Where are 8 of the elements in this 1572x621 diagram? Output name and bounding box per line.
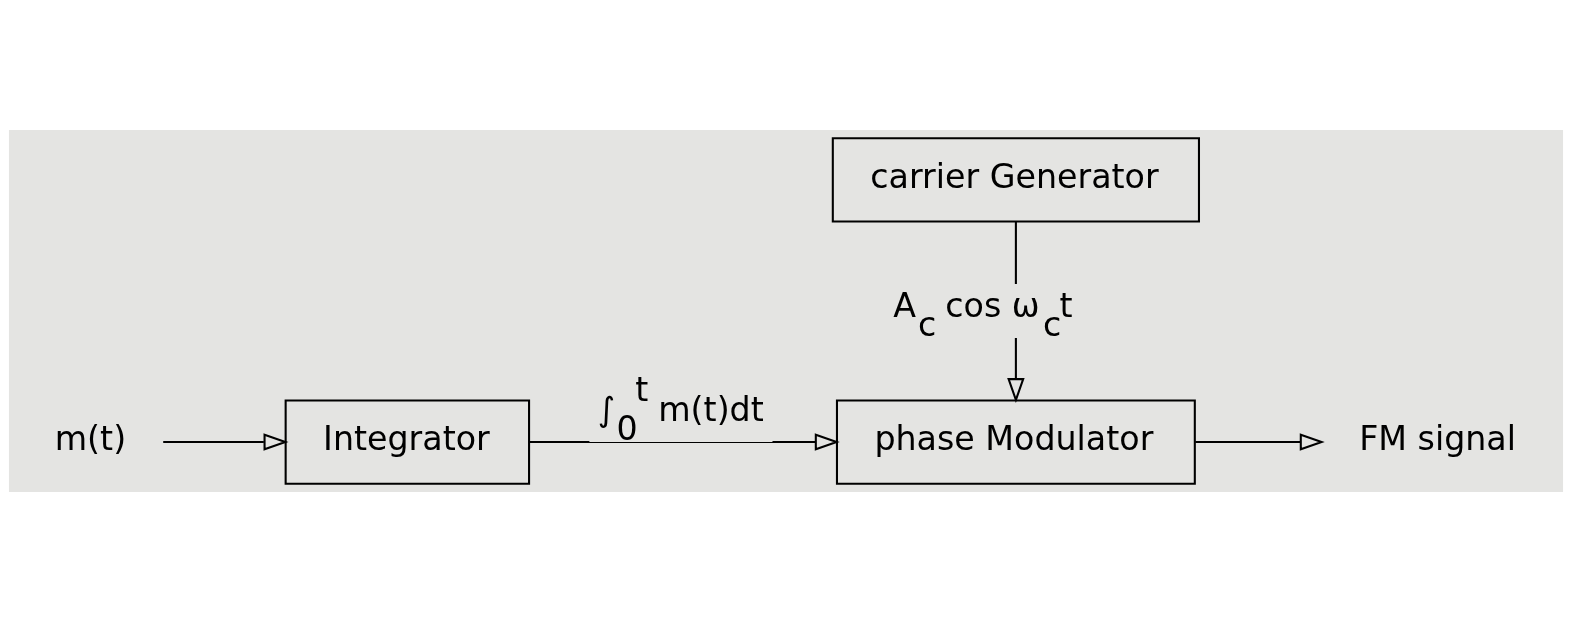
node-box: carrier Generator (831, 136, 1200, 223)
arrow (1195, 432, 1325, 451)
arrow (163, 432, 289, 451)
node-box: Integrator (284, 398, 531, 485)
node-text: m(t) (54, 418, 127, 458)
node-text: FM signal (1359, 418, 1516, 458)
arrow (529, 432, 840, 451)
node-box: phase Modulator (835, 398, 1196, 485)
